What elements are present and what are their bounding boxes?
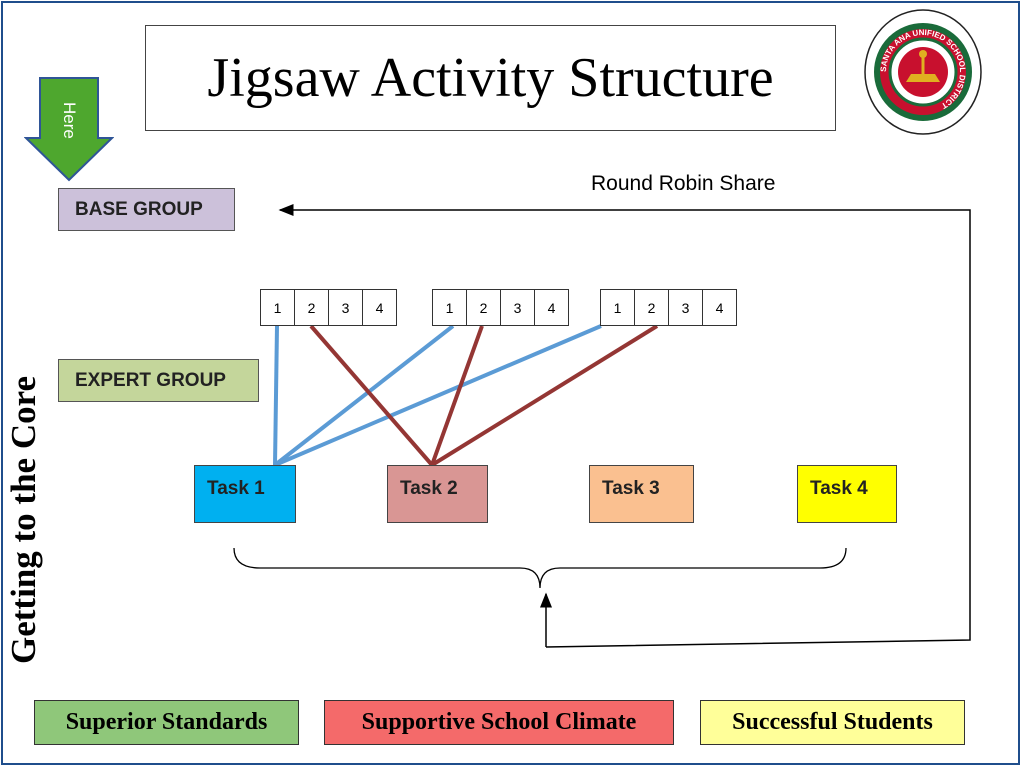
- slide-title: Jigsaw Activity Structure: [207, 47, 774, 109]
- number-cell: 2: [294, 289, 329, 326]
- number-cell: 2: [634, 289, 669, 326]
- red-line-3: [430, 324, 659, 467]
- number-cell: 1: [432, 289, 467, 326]
- red-line-1: [309, 324, 434, 467]
- here-label: Here: [60, 101, 79, 139]
- number-group-3: 1 2 3 4: [600, 289, 737, 326]
- expert-group-label: EXPERT GROUP: [75, 369, 226, 391]
- task-3-box: Task 3: [589, 465, 694, 523]
- footer-successful-students: Successful Students: [700, 700, 965, 745]
- number-cell: 1: [260, 289, 295, 326]
- number-group-2: 1 2 3 4: [432, 289, 569, 326]
- getting-to-the-core-label: Getting to the Core: [4, 375, 43, 664]
- task-4-label: Task 4: [810, 478, 868, 499]
- task-4-box: Task 4: [797, 465, 897, 523]
- base-group-label: BASE GROUP: [75, 198, 203, 220]
- red-line-2: [430, 325, 484, 466]
- number-cell: 3: [328, 289, 363, 326]
- expert-group-box: EXPERT GROUP: [58, 359, 259, 402]
- round-robin-return-path: [278, 204, 971, 648]
- footer-supportive-school-climate: Supportive School Climate: [324, 700, 674, 745]
- task-2-label: Task 2: [400, 478, 458, 499]
- title-box: Jigsaw Activity Structure: [145, 25, 836, 131]
- task-2-box: Task 2: [387, 465, 488, 523]
- blue-line-2: [273, 324, 455, 467]
- round-robin-label: Round Robin Share: [591, 172, 776, 195]
- number-cell: 1: [600, 289, 635, 326]
- task-1-label: Task 1: [207, 478, 265, 499]
- blue-line-1: [273, 325, 279, 466]
- district-seal-logo: SANTA ANA UNIFIED SCHOOL DISTRICT: [864, 9, 982, 135]
- number-cell: 3: [500, 289, 535, 326]
- number-cell: 3: [668, 289, 703, 326]
- number-cell: 4: [702, 289, 737, 326]
- number-cell: 2: [466, 289, 501, 326]
- number-cell: 4: [362, 289, 397, 326]
- here-arrow-icon: [24, 77, 114, 182]
- task-1-box: Task 1: [194, 465, 296, 523]
- blue-line-3: [274, 324, 602, 467]
- number-group-1: 1 2 3 4: [260, 289, 397, 326]
- number-cell: 4: [534, 289, 569, 326]
- base-group-box: BASE GROUP: [58, 188, 235, 231]
- tasks-brace: [233, 547, 847, 589]
- footer-superior-standards: Superior Standards: [34, 700, 299, 745]
- task-3-label: Task 3: [602, 478, 660, 499]
